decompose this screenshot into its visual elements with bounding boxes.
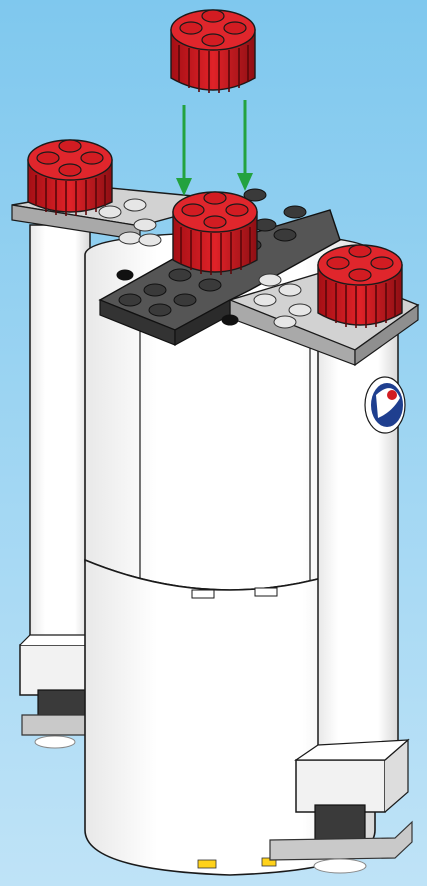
round-brick-icon (173, 192, 257, 275)
yellow-mark (198, 860, 216, 868)
mission-badge-icon (365, 377, 405, 433)
round-brick-icon (318, 245, 402, 328)
round-brick-icon (28, 140, 112, 216)
round-brick-icon (171, 10, 255, 93)
